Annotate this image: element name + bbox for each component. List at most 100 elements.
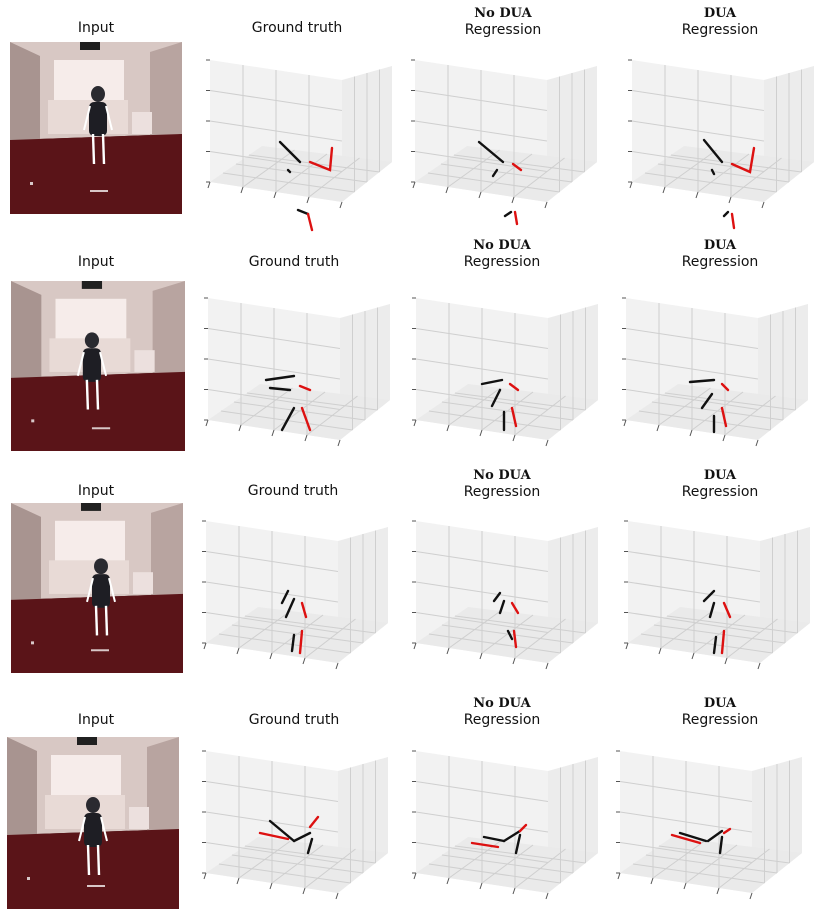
radiator [132,112,152,134]
grid-line [718,848,770,889]
grid-line [625,389,759,410]
person-torso [92,574,110,608]
axis-tick [662,186,666,194]
axis-tick [478,191,482,199]
room-floor [10,134,182,214]
title-line: Ground truth [248,712,340,728]
limb-right [298,384,312,392]
title-line: Regression [463,712,541,728]
limb-right [730,146,756,174]
skeleton-overlay [91,133,96,165]
limb-left [710,168,716,176]
grid-line [205,612,339,633]
limb-left [490,388,502,408]
limb-left [286,168,292,174]
skeleton-overlay [83,105,91,131]
limb-right [306,212,314,232]
skeleton-overlay [85,379,90,410]
pane-floor [206,607,388,663]
input-photo [10,42,182,214]
room-wall-right [152,281,185,376]
limb-left [280,589,290,605]
title-line: Regression [681,254,759,270]
limb-left [491,168,499,178]
grid-line [664,392,796,411]
room-wall-left [7,737,37,847]
limb-right [258,831,290,841]
room-floor [11,371,185,451]
room-wall-left [11,281,42,390]
limb-left [268,819,296,843]
limb-right [722,827,732,835]
title-line: Input [77,712,115,728]
projector [81,281,103,289]
limb-left [264,374,296,382]
title-line: Regression [681,484,759,500]
pose-plot-3d [206,59,392,232]
whiteboard [49,560,129,594]
axis-tick [650,877,654,885]
limb-left [482,835,506,843]
grid-line [231,624,364,644]
grid-line [726,618,778,659]
skeleton-overlay [105,105,113,131]
skeleton-overlay [96,844,101,876]
limb-right [720,406,728,428]
room-wall-right [147,737,179,833]
skeleton-overlay [101,133,106,165]
grid-line [666,615,798,634]
grid-line [454,392,586,411]
axis-tick [512,887,516,895]
grid-line [415,612,549,633]
title-line: Regression [681,22,759,38]
grid-line [414,120,548,142]
title-line: Ground truth [251,20,343,36]
pane-floor [632,146,814,202]
axis-tick [479,882,483,890]
pose-plot-3d [622,297,808,447]
axis-tick [236,647,240,655]
axis-tick [207,181,211,189]
axis-tick [512,657,516,665]
axis-tick [629,181,633,189]
floor-mark [27,877,30,880]
axis-tick [339,201,343,209]
grid-line [658,845,790,864]
grid-line [205,581,339,603]
limb-right [511,162,523,172]
axis-tick [479,429,483,437]
grid-line [453,154,585,173]
limb-left [292,831,312,843]
limb-left [284,597,296,619]
axis-tick [412,181,416,189]
limb-right [300,406,312,432]
room-floor [7,829,179,909]
title-line: Regression [681,712,759,728]
limb-left [492,591,502,603]
limb-left [280,406,296,432]
axis-tick [695,191,699,199]
axis-tick [623,419,627,427]
grid-line [414,151,548,172]
limb-left [700,392,714,410]
grid-line [441,624,574,644]
limb-left [702,589,716,603]
axis-tick [761,201,765,209]
limb-right [518,823,528,833]
axis-tick [302,657,306,665]
column-title: No DUA Regression [412,695,592,729]
column-title: Ground truth [204,254,384,271]
grid-line [730,157,782,198]
title-line: Regression [463,484,541,500]
column-title: No DUA Regression [413,5,593,39]
floor-mark [90,190,108,192]
limb-right [512,629,518,649]
title-line-bold: DUA [703,6,737,21]
column-title: DUA Regression [630,237,810,271]
limb-right [510,406,518,428]
skeleton-overlay [99,351,108,377]
grid-line [207,389,341,410]
limb-left [477,140,505,164]
limb-right [300,601,308,619]
limb-left [306,837,314,855]
